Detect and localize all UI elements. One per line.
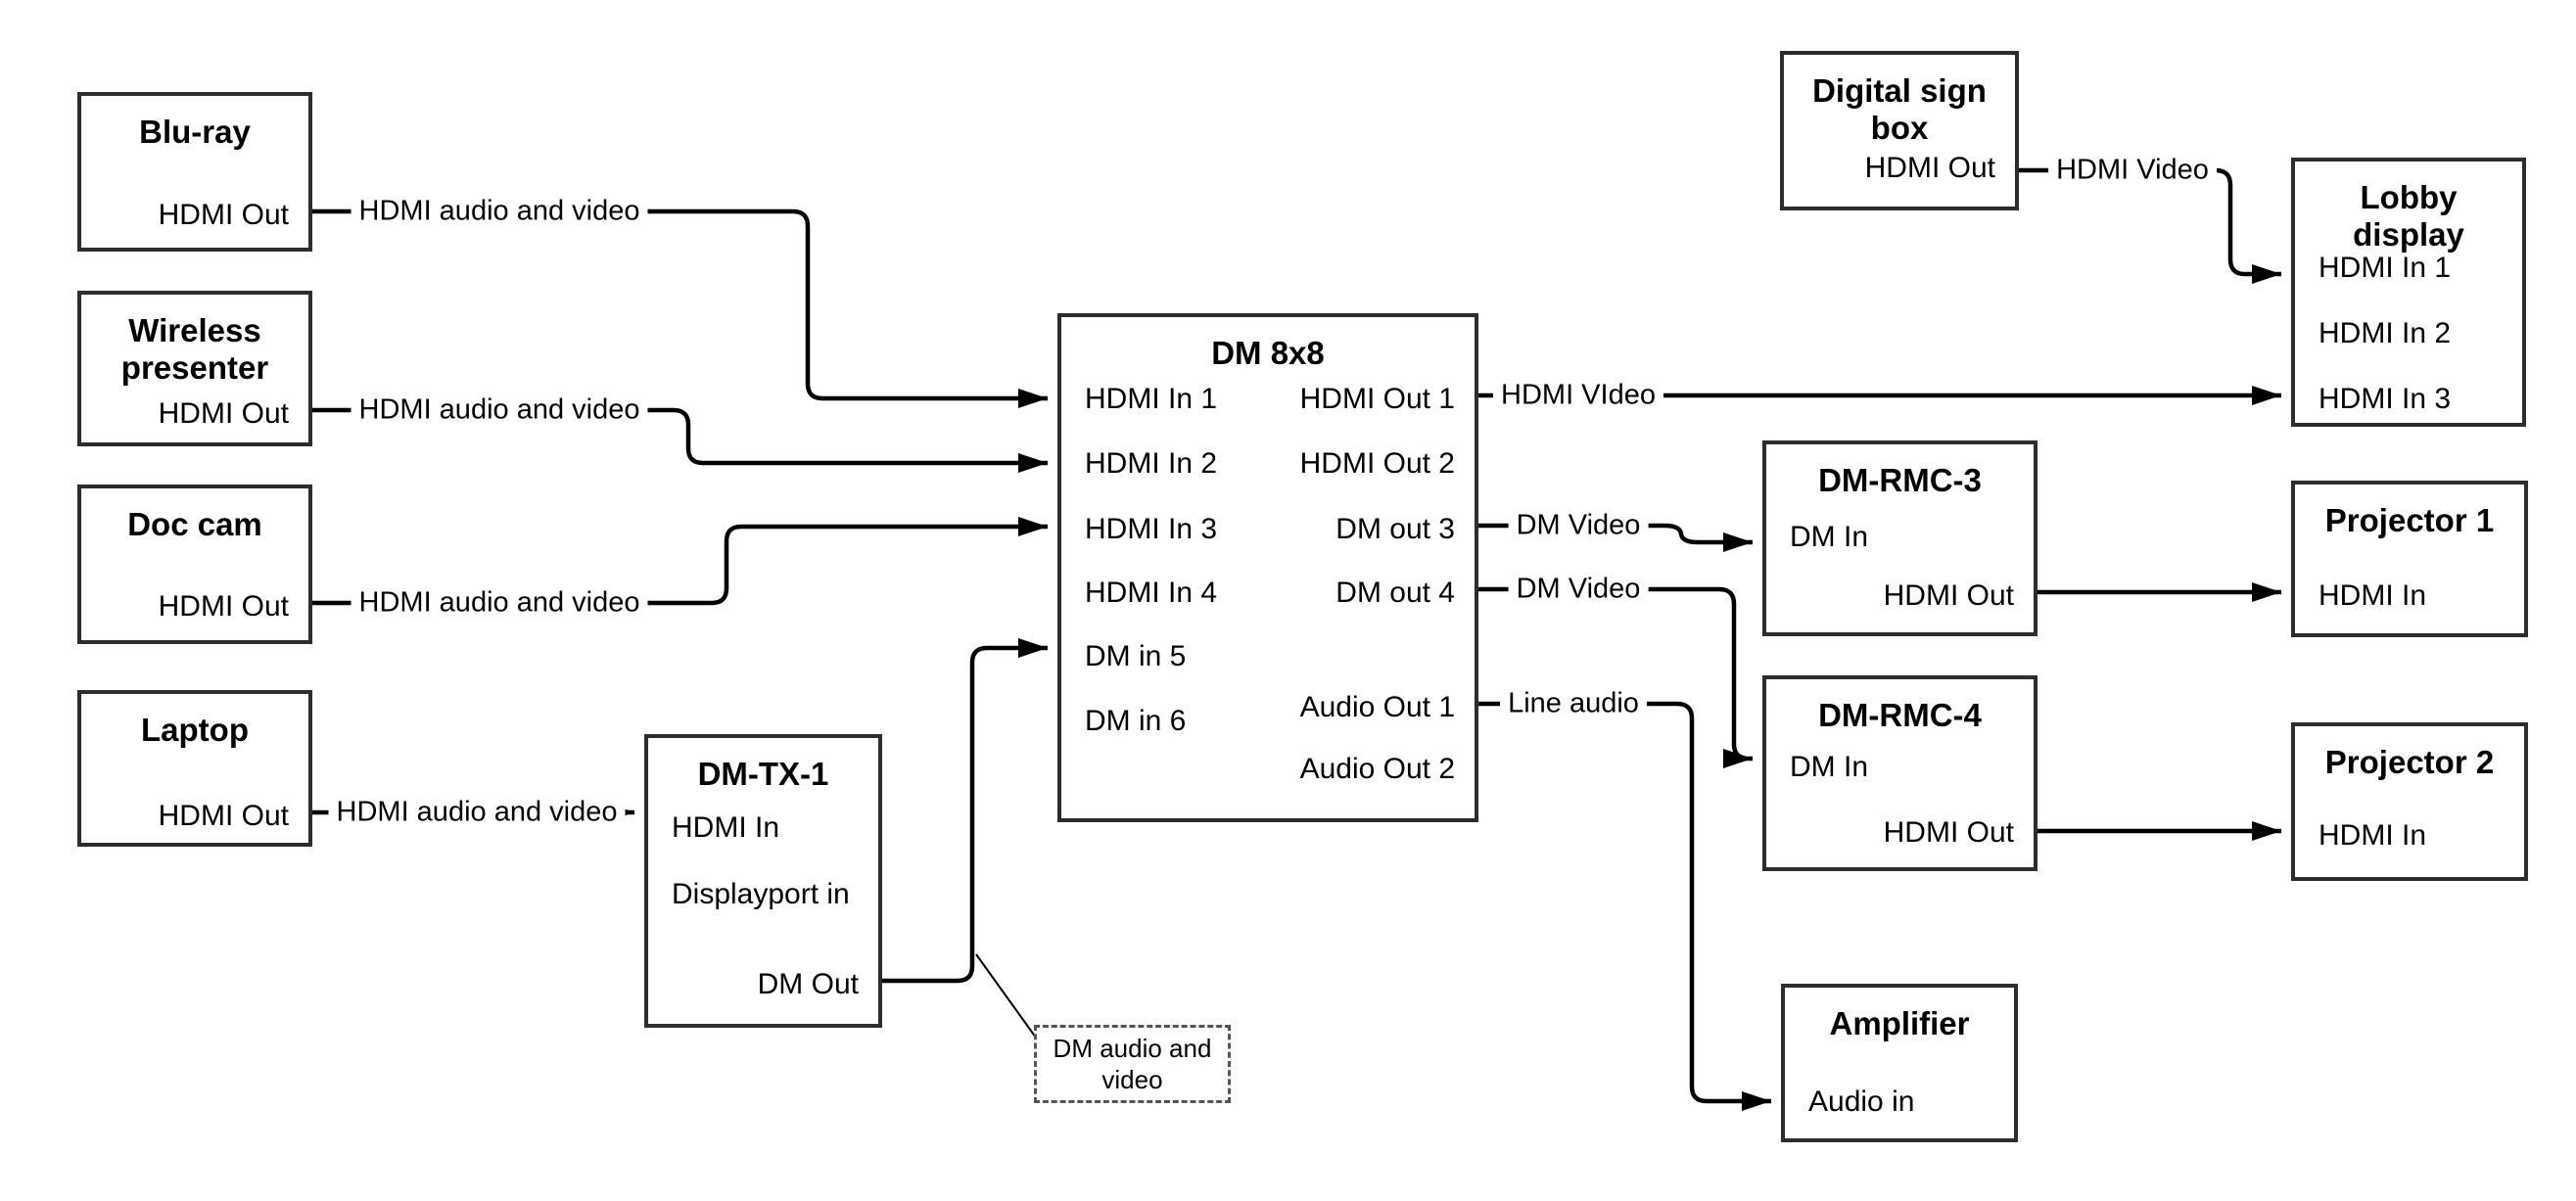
port-dm-in: DM In (1790, 521, 1869, 553)
node-title: DM-TX-1 (697, 756, 829, 792)
node-digital-sign-box: Digital sign box HDMI Out (1780, 51, 2019, 210)
wire-label-hdmi-audio-video-bluray: HDMI audio and video (351, 195, 648, 228)
node-title: DM-RMC-4 (1818, 697, 1982, 733)
node-title: DM-RMC-3 (1818, 462, 1982, 498)
port-hdmi-out: HDMI Out (1864, 152, 1995, 184)
node-dm-rmc-3: DM-RMC-3 DM In HDMI Out (1762, 440, 2037, 636)
node-dm-8x8: DM 8x8 HDMI In 1 HDMI In 2 HDMI In 3 HDM… (1057, 313, 1478, 822)
node-projector-1: Projector 1 HDMI In (2291, 481, 2528, 637)
port-hdmi-in-2: HDMI In 2 (2318, 317, 2452, 349)
wire-label-hdmi-audio-video-wireless: HDMI audio and video (351, 393, 648, 427)
connector-wireless-to-dm8x8-in2 (312, 407, 1048, 473)
node-projector-2: Projector 2 HDMI In (2291, 722, 2528, 881)
port-hdmi-in-3: HDMI In 3 (2318, 383, 2452, 415)
connector-dmtx1-dmout-to-dm8x8-dmin5 (882, 638, 1048, 984)
port-audio-out-2: Audio Out 2 (1299, 753, 1455, 785)
wire-label-dm-video-out4: DM Video (1508, 573, 1649, 606)
port-hdmi-in: HDMI In (672, 811, 780, 844)
port-hdmi-out: HDMI Out (158, 590, 289, 623)
port-audio-in: Audio in (1808, 1086, 1915, 1118)
node-title: Laptop (141, 712, 249, 748)
port-dm-out: DM Out (757, 968, 859, 1000)
node-amplifier: Amplifier Audio in (1781, 984, 2018, 1142)
connector-doccam-to-dm8x8-in3 (312, 517, 1048, 606)
wire-label-hdmi-video-out1: HDMI VIdeo (1493, 379, 1663, 412)
node-doc-cam: Doc cam HDMI Out (77, 485, 312, 644)
node-dm-rmc-4: DM-RMC-4 DM In HDMI Out (1762, 675, 2037, 871)
port-displayport-in: Displayport in (672, 878, 850, 910)
callout-dm-audio-and-video: DM audio and video (1034, 1025, 1231, 1103)
port-hdmi-out-2: HDMI Out 2 (1299, 447, 1455, 480)
port-hdmi-in: HDMI In (2318, 819, 2427, 852)
port-hdmi-out: HDMI Out (158, 397, 289, 430)
node-lobby-display: Lobby display HDMI In 1 HDMI In 2 HDMI I… (2291, 158, 2526, 427)
node-title: Lobby display (2353, 179, 2464, 254)
wire-label-line-audio: Line audio (1500, 687, 1647, 720)
wire-label-hdmi-audio-video-laptop: HDMI audio and video (328, 796, 626, 829)
port-audio-out-1: Audio Out 1 (1299, 691, 1455, 723)
wire-label-dm-video-out3: DM Video (1508, 509, 1649, 542)
connector-dm8x8-dmout3-to-rmc3-dmin (1478, 523, 1753, 552)
node-title: Digital sign box (1812, 72, 1987, 147)
port-hdmi-in: HDMI In (2318, 579, 2427, 612)
port-hdmi-in-4: HDMI In 4 (1085, 577, 1218, 609)
port-dm-in-5: DM in 5 (1085, 640, 1187, 672)
port-hdmi-in-2: HDMI In 2 (1085, 447, 1218, 480)
connector-dm8x8-dmout4-to-rmc4-dmin (1478, 586, 1753, 768)
node-title: Projector 2 (2324, 744, 2495, 780)
node-title: Doc cam (127, 506, 262, 542)
port-dm-out-3: DM out 3 (1335, 513, 1455, 545)
node-laptop: Laptop HDMI Out (77, 690, 312, 847)
wire-label-hdmi-audio-video-doccam: HDMI audio and video (351, 586, 648, 620)
node-dm-tx-1: DM-TX-1 HDMI In Displayport in DM Out (644, 734, 882, 1028)
callout-leader-line (975, 953, 1037, 1039)
port-hdmi-in-1: HDMI In 1 (2318, 252, 2452, 284)
port-hdmi-in-1: HDMI In 1 (1085, 383, 1218, 415)
connector-dm8x8-audioout1-to-amplifier (1478, 701, 1771, 1111)
connector-digisign-to-lobby-in1 (2019, 167, 2281, 284)
port-hdmi-out: HDMI Out (158, 800, 289, 832)
connector-bluray-to-dm8x8-in1 (312, 208, 1048, 408)
port-dm-out-4: DM out 4 (1335, 577, 1455, 609)
node-title: Blu-ray (139, 114, 251, 150)
node-title: Amplifier (1829, 1005, 1970, 1041)
port-hdmi-out: HDMI Out (1883, 579, 2014, 612)
port-hdmi-out-1: HDMI Out 1 (1299, 383, 1455, 415)
port-hdmi-out: HDMI Out (1883, 816, 2014, 849)
node-title: DM 8x8 (1211, 335, 1325, 371)
port-hdmi-in-3: HDMI In 3 (1085, 513, 1218, 545)
node-title: Projector 1 (2324, 502, 2495, 538)
port-dm-in-6: DM in 6 (1085, 705, 1187, 737)
node-bluray: Blu-ray HDMI Out (77, 92, 312, 252)
node-wireless-presenter: Wireless presenter HDMI Out (77, 291, 312, 446)
wire-label-hdmi-video: HDMI Video (2048, 154, 2217, 187)
node-title: Wireless presenter (120, 312, 269, 387)
port-hdmi-out: HDMI Out (158, 199, 289, 231)
port-dm-in: DM In (1790, 751, 1869, 783)
